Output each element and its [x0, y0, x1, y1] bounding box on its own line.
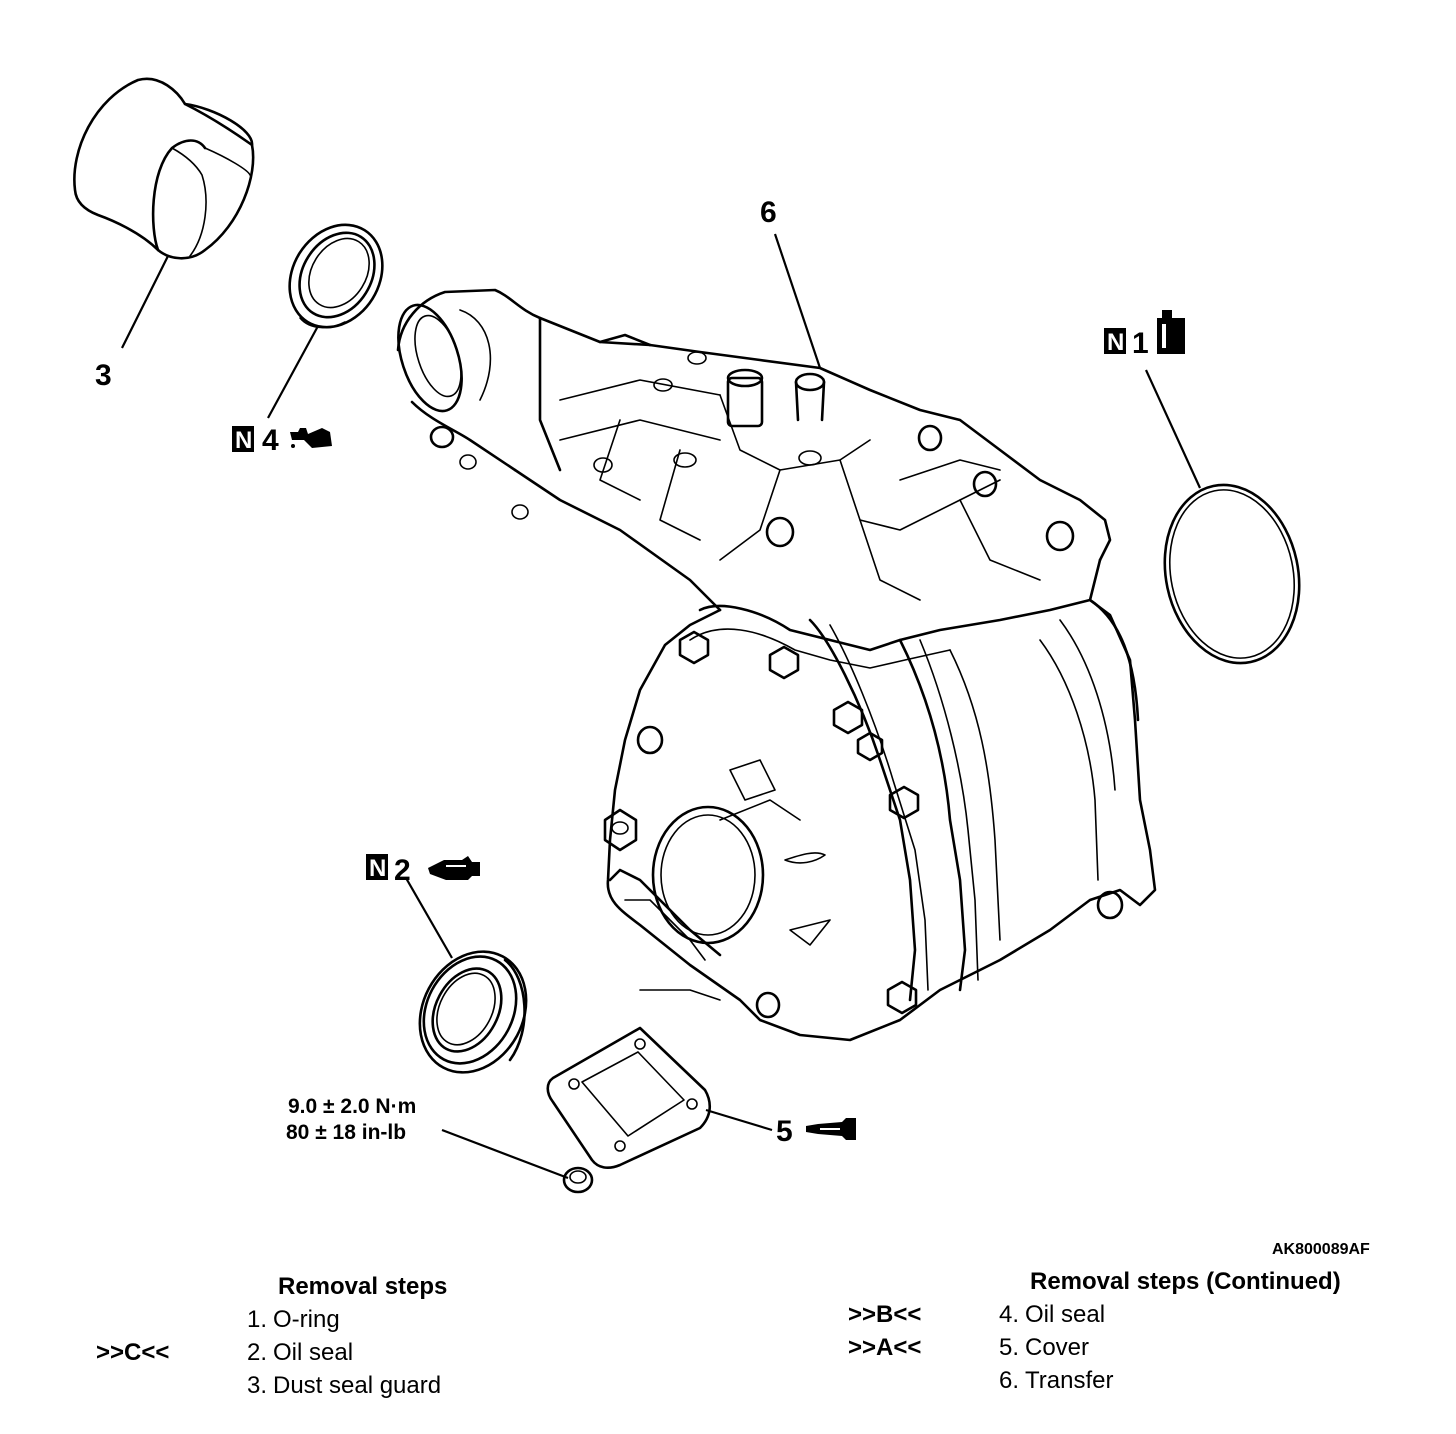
callout-2: 2	[394, 854, 411, 887]
flange-bolt	[768, 645, 800, 680]
procedure-tag: >>A<<	[848, 1334, 922, 1361]
callout-1: 1	[1132, 327, 1149, 360]
callout-1-group: N 1	[1104, 310, 1185, 360]
flange-bolt	[678, 630, 710, 665]
removal-steps-continued-heading: Removal steps (Continued)	[1030, 1268, 1341, 1295]
new-part-mark: N	[235, 427, 252, 454]
new-part-mark: N	[1107, 329, 1124, 356]
removal-steps-continued-list: Removal steps (Continued) >>B<< 4. Oil s…	[848, 1265, 1341, 1397]
step-label: Transfer	[1025, 1367, 1114, 1394]
procedure-tag: >>C<<	[96, 1339, 170, 1366]
step-number: 1.	[246, 1306, 267, 1333]
list-item: >>C<< 2. Oil seal	[96, 1336, 447, 1369]
callout-4-group: N 4	[232, 424, 332, 457]
procedure-tag	[96, 1303, 241, 1336]
list-item: 6. Transfer	[848, 1364, 1341, 1397]
new-part-box-icon	[232, 426, 254, 452]
step-label: Cover	[1025, 1334, 1090, 1361]
removal-steps-list: Removal steps 1. O-ring >>C<< 2. Oil sea…	[96, 1270, 447, 1402]
new-part-mark: N	[369, 855, 386, 882]
list-item: >>A<< 5. Cover	[848, 1331, 1341, 1364]
list-item: 1. O-ring	[96, 1303, 447, 1336]
oil-seal-2-part	[418, 950, 528, 1074]
step-label: Dust seal guard	[273, 1372, 442, 1399]
callout-2-group: N 2	[366, 854, 480, 887]
list-item: >>B<< 4. Oil seal	[848, 1298, 1341, 1331]
torque-spec-imperial: 80 ± 18 in-lb	[286, 1121, 406, 1144]
torque-spec-metric: 9.0 ± 2.0 N·m	[288, 1095, 416, 1118]
step-number: 6.	[998, 1367, 1019, 1394]
cover-bolt	[562, 1166, 594, 1194]
sealant-tube-icon	[806, 1118, 856, 1140]
figure-id: AK800089AF	[1272, 1241, 1370, 1258]
flange-bolt	[832, 700, 864, 735]
oil-bottle-icon	[1157, 310, 1185, 354]
flange-bolt	[856, 731, 884, 762]
oil-seal-4-part	[288, 223, 384, 329]
procedure-tag	[848, 1364, 993, 1397]
step-number: 4.	[998, 1301, 1019, 1328]
step-label: O-ring	[273, 1306, 340, 1333]
step-number: 5.	[998, 1334, 1019, 1361]
procedure-tag	[96, 1369, 241, 1402]
flange-bolt	[888, 785, 920, 820]
dust-seal-guard-part	[73, 77, 255, 260]
callout-3: 3	[95, 359, 112, 392]
callout-5-group: 5	[776, 1115, 856, 1148]
procedure-tag: >>B<<	[848, 1301, 922, 1328]
callout-4: 4	[262, 424, 279, 457]
step-label: Oil seal	[1025, 1301, 1106, 1328]
oil-can-icon	[290, 428, 332, 448]
flange-bolt	[886, 980, 918, 1015]
cover-part	[546, 1026, 711, 1170]
callout-6: 6	[760, 196, 777, 229]
new-part-box-icon	[1104, 328, 1126, 354]
o-ring-part	[1163, 483, 1301, 665]
grease-tube-icon	[428, 856, 480, 880]
step-number: 2.	[246, 1339, 267, 1366]
callout-5: 5	[776, 1115, 793, 1148]
drain-plug	[603, 808, 638, 852]
step-number: 3.	[246, 1372, 267, 1399]
leader-lines	[121, 233, 1202, 1180]
new-part-box-icon	[366, 854, 388, 880]
removal-steps-heading: Removal steps	[278, 1273, 448, 1300]
list-item: 3. Dust seal guard	[96, 1369, 447, 1402]
transfer-assembly-part	[396, 288, 1157, 1042]
step-label: Oil seal	[273, 1339, 354, 1366]
